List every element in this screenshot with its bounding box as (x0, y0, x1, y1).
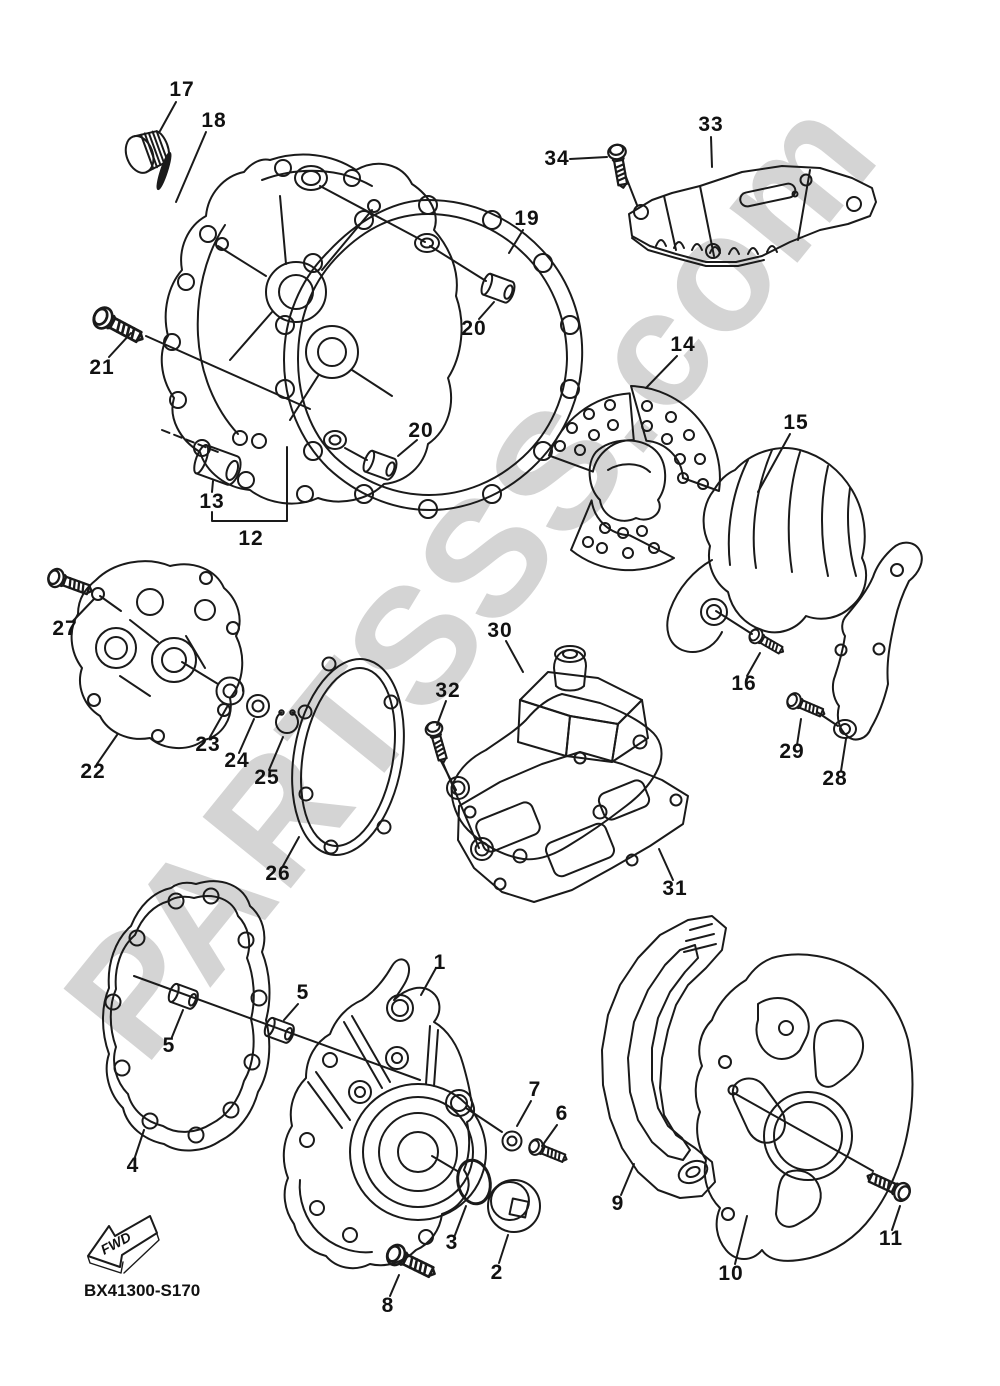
leader-lines (72, 101, 901, 1297)
breather-gasket-31-drawing (457, 751, 689, 903)
part-label-3: 3 (445, 1231, 459, 1254)
collar-5b-drawing (263, 1016, 295, 1044)
part-label-16: 16 (731, 672, 757, 695)
part-label-4: 4 (126, 1154, 140, 1177)
part-label-10: 10 (718, 1262, 744, 1285)
part-label-12: 12 (238, 527, 264, 550)
bolt-29-drawing (783, 690, 829, 723)
part-label-25: 25 (254, 766, 280, 789)
part-label-26: 26 (265, 862, 291, 885)
part-label-20: 20 (408, 419, 434, 442)
collar-20-drawing (480, 272, 516, 304)
part-label-20: 20 (461, 317, 487, 340)
cover-gasket-19-drawing (275, 195, 584, 519)
crankcase-cover-2-drawing (160, 153, 463, 505)
rotor-cover-15-drawing (666, 447, 868, 653)
bolt-32-drawing (422, 719, 453, 766)
part-label-21: 21 (89, 356, 115, 379)
pump-cover-22-drawing (70, 560, 244, 749)
part-label-14: 14 (670, 333, 696, 356)
part-label-33: 33 (698, 113, 724, 136)
fwd-arrow: FWD (87, 1215, 160, 1274)
bolt-6-drawing (525, 1136, 571, 1168)
part-label-8: 8 (381, 1294, 395, 1317)
part-label-19: 19 (514, 207, 540, 230)
part-label-28: 28 (822, 767, 848, 790)
drawing-code: BX41300-S170 (84, 1281, 201, 1300)
bolt-8-drawing (382, 1240, 441, 1285)
stator-gasket-4-drawing (102, 880, 271, 1152)
part-label-13: 13 (199, 490, 225, 513)
sprocket-cover-10-drawing (694, 953, 914, 1262)
part-label-15: 15 (783, 411, 809, 434)
oring-3-drawing (456, 1158, 492, 1206)
breather-cover-30-drawing (446, 645, 663, 864)
damper-pads-14-drawing (548, 385, 721, 572)
part-label-34: 34 (544, 147, 570, 170)
part-label-9: 9 (611, 1192, 625, 1215)
generator-cover-1-drawing (282, 958, 487, 1270)
bolt-21-drawing (88, 302, 149, 350)
collar-5a-drawing (167, 982, 199, 1010)
oil-seal-23-drawing (215, 676, 245, 706)
part-label-18: 18 (201, 109, 227, 132)
oring-18-drawing (156, 151, 172, 191)
bolt-27-drawing (44, 565, 96, 601)
part-label-6: 6 (555, 1102, 569, 1125)
part-label-29: 29 (779, 740, 805, 763)
part-label-5: 5 (162, 1034, 176, 1057)
bolt-11-drawing (862, 1166, 914, 1205)
circlip-25-drawing (275, 709, 299, 734)
washer-24-drawing (246, 694, 270, 718)
gasket-26-drawing (291, 656, 405, 856)
part-label-32: 32 (435, 679, 461, 702)
part-label-2: 2 (490, 1261, 504, 1284)
part-label-30: 30 (487, 619, 513, 642)
part-label-22: 22 (80, 760, 106, 783)
part-label-5: 5 (296, 981, 310, 1004)
part-label-11: 11 (878, 1227, 904, 1250)
oil-plug-2-drawing (487, 1179, 541, 1233)
part-label-7: 7 (528, 1078, 542, 1101)
part-label-17: 17 (169, 78, 195, 101)
lead-guide-9-drawing (601, 915, 727, 1199)
gasket-28-drawing (831, 541, 923, 741)
part-label-1: 1 (433, 951, 447, 974)
part-label-23: 23 (195, 733, 221, 756)
part-label-24: 24 (224, 749, 250, 772)
washer-7-drawing (501, 1130, 523, 1152)
part-label-27: 27 (52, 617, 78, 640)
part-label-31: 31 (662, 877, 688, 900)
collar-20b-drawing (362, 449, 398, 481)
collar-13-drawing (193, 443, 242, 486)
bracket-33-drawing (628, 165, 877, 267)
